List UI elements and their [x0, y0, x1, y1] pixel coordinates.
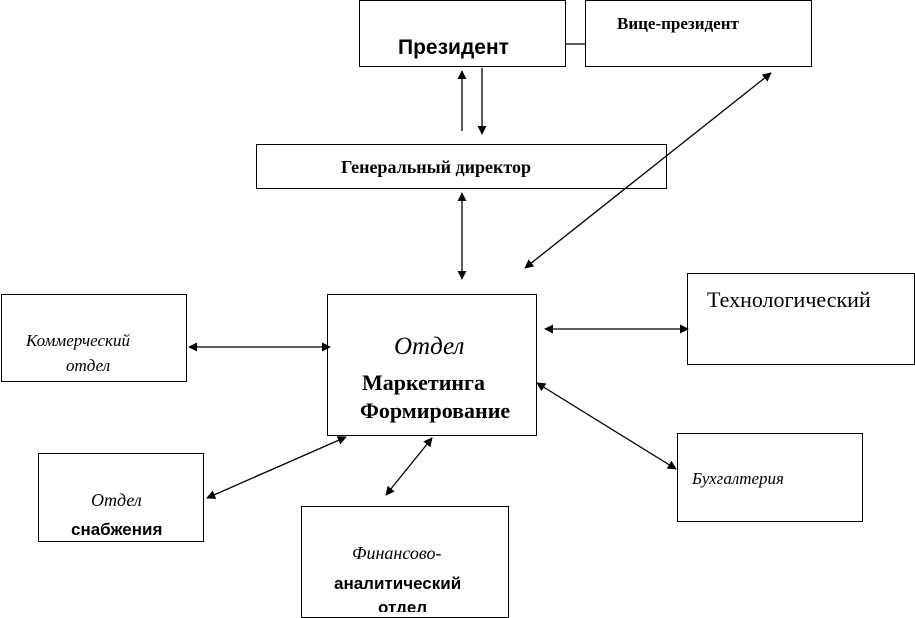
- supply-dept-box: [38, 453, 204, 542]
- financial-text-clip: отдел: [303, 508, 507, 612]
- marketing-label-line3: Формирование: [360, 398, 511, 423]
- financial-label-line3: отдел: [378, 598, 428, 612]
- technological-label: Технологический: [707, 287, 871, 312]
- supply-text-clip: снабжения: [40, 455, 202, 537]
- financial-dept-box: [301, 506, 509, 618]
- general-director-label: Генеральный директор: [341, 157, 531, 177]
- marketing-label-line2: Маркетинга: [362, 370, 486, 395]
- supply-label-line1: Отдел: [91, 490, 142, 510]
- accounting-dept-box: [677, 433, 863, 522]
- accounting-label: Бухгалтерия: [692, 469, 784, 488]
- supply-label-line2: снабжения: [71, 520, 163, 537]
- president-label: Президент: [398, 36, 509, 59]
- financial-label-line2: аналитический: [334, 574, 462, 593]
- commercial-dept-box: [1, 294, 187, 382]
- commercial-label-line2: отдел: [66, 356, 111, 375]
- arrow-marketing-accounting: [536, 382, 677, 470]
- arrow-financial-marketing: [385, 437, 433, 496]
- financial-label-line1: Финансово-: [352, 543, 442, 563]
- arrow-supply-marketing: [206, 436, 347, 499]
- president-box: [359, 0, 566, 67]
- arrow-vice-marketing: [524, 72, 772, 269]
- vice-president-box: [585, 0, 812, 67]
- marketing-dept-box: [327, 294, 537, 436]
- marketing-label-line1: Отдел: [394, 333, 465, 360]
- vice-president-label: Вице-президент: [617, 14, 739, 33]
- commercial-label-line1: Коммерческий: [26, 331, 130, 350]
- technological-dept-box: [687, 273, 915, 365]
